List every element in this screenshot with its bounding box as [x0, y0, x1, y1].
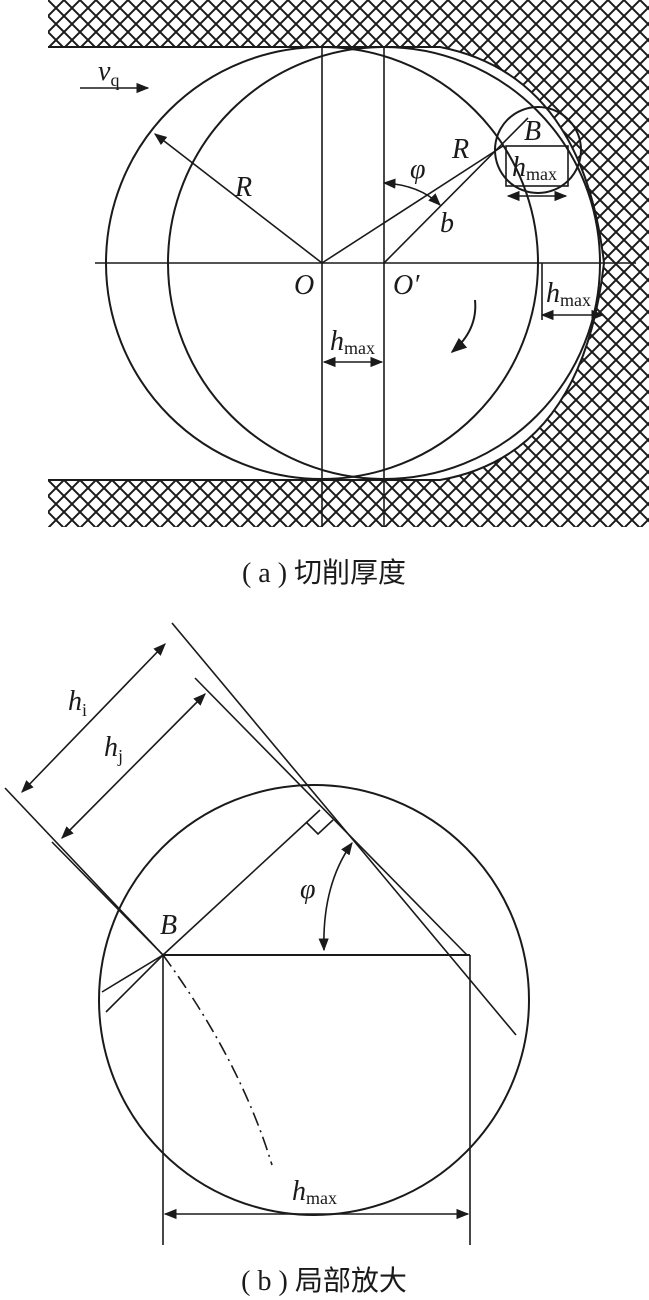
label-phi-b: φ [300, 874, 316, 905]
label-hmax-center: hmax [330, 326, 375, 358]
label-hj: hj [104, 732, 123, 766]
dash-dot-curve [162, 954, 273, 1166]
normal-line [162, 809, 321, 956]
label-b-point-a: B [524, 116, 541, 147]
figure-b: hi hj φ B hmax ( b ) 局部放大 [4, 622, 530, 1297]
hmax-box [505, 145, 569, 187]
hj-dimension [61, 693, 206, 839]
label-b-point-b: B [160, 910, 177, 941]
label-o: O [294, 270, 314, 301]
label-hmax-right: hmax [546, 278, 591, 310]
phi-arc [382, 178, 441, 206]
label-phi-a: φ [410, 154, 426, 185]
hi-dimension [21, 643, 166, 793]
label-o-prime: O′ [393, 270, 420, 301]
rotation-arrow [450, 299, 477, 354]
line-b [383, 117, 529, 264]
label-r-left: R [234, 172, 252, 203]
right-angle-mark [305, 819, 334, 836]
outer-line-2 [194, 677, 468, 956]
label-hi: hi [68, 686, 87, 720]
caption-a: ( a ) 切削厚度 [242, 557, 406, 589]
radius-r-left [153, 133, 323, 264]
phi-arc-b [318, 841, 353, 952]
label-hmax-b: hmax [292, 1176, 337, 1208]
label-vq: vq [98, 56, 119, 90]
b-tick-2 [105, 954, 164, 1013]
label-b: b [440, 208, 454, 239]
caption-b: ( b ) 局部放大 [241, 1265, 407, 1297]
b-tick-1 [101, 954, 164, 993]
label-r-right: R [451, 134, 469, 165]
figure-a: vq R R φ b B O O′ hmax hmax hmax ( a ) 切… [48, 0, 649, 589]
label-hmax-small: hmax [512, 152, 557, 184]
left-line-hj [51, 841, 164, 956]
